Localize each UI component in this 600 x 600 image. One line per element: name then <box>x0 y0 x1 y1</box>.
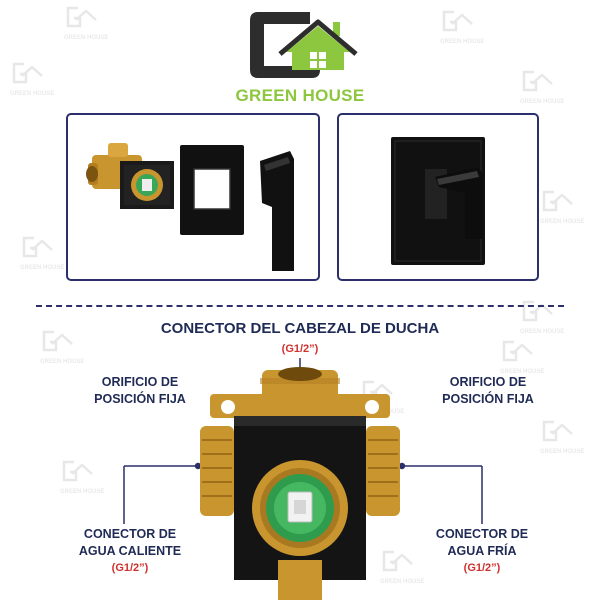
cold-water-line2: AGUA FRÍA <box>447 544 517 558</box>
watermark-logo: GREEN HOUSE <box>520 70 564 105</box>
fixed-hole-left-label: ORIFICIO DE POSICIÓN FIJA <box>76 374 204 408</box>
product-assembled-view <box>337 113 539 281</box>
house-logo-icon <box>502 340 533 362</box>
house-logo-icon <box>250 12 358 78</box>
hot-water-spec: (G1/2”) <box>111 562 149 574</box>
lever-handle-image <box>260 151 294 271</box>
watermark-text: GREEN HOUSE <box>540 219 585 225</box>
watermark-text: GREEN HOUSE <box>520 329 565 335</box>
watermark-logo: GREEN HOUSE <box>10 62 54 97</box>
house-logo-icon <box>62 460 93 482</box>
watermark-text: GREEN HOUSE <box>60 489 105 495</box>
brand-name: GREEN HOUSE <box>235 86 365 105</box>
watermark-logo: GREEN HOUSE <box>380 550 424 585</box>
fixed-hole-left-line1: ORIFICIO DE <box>101 375 179 389</box>
watermark-text: GREEN HOUSE <box>520 99 565 105</box>
cold-water-inlet <box>366 426 400 516</box>
brand-logo: GREEN HOUSE <box>220 8 380 108</box>
watermark-text: GREEN HOUSE <box>380 579 425 585</box>
cover-plate-image <box>180 145 244 235</box>
house-logo-icon <box>66 6 97 28</box>
shower-connector-spec: (G1/2”) <box>281 343 319 355</box>
valve-body-diagram <box>200 367 400 600</box>
fixed-hole-right <box>365 400 379 414</box>
watermark-logo: GREEN HOUSE <box>20 236 64 271</box>
house-logo-icon <box>522 70 553 92</box>
watermark-text: GREEN HOUSE <box>500 369 545 375</box>
watermark-logo: GREEN HOUSE <box>540 190 584 225</box>
fixed-hole-right-line1: ORIFICIO DE <box>449 375 527 389</box>
watermark-logo: GREEN HOUSE <box>60 460 104 495</box>
fixed-hole-right-label: ORIFICIO DE POSICIÓN FIJA <box>424 374 552 408</box>
fixed-hole-left-line2: POSICIÓN FIJA <box>94 392 186 406</box>
house-logo-icon <box>42 330 73 352</box>
hot-water-line1: CONECTOR DE <box>83 527 177 541</box>
fixed-hole-left <box>221 400 235 414</box>
watermark-text: GREEN HOUSE <box>40 359 85 365</box>
watermark-text: GREEN HOUSE <box>64 35 109 41</box>
hot-water-line2: AGUA CALIENTE <box>78 544 182 558</box>
fixed-hole-right-line2: POSICIÓN FIJA <box>442 392 534 406</box>
house-logo-icon <box>382 550 413 572</box>
assembled-mixer-image <box>391 137 485 265</box>
watermark-logo: GREEN HOUSE <box>64 6 108 41</box>
watermark-text: GREEN HOUSE <box>10 91 55 97</box>
house-logo-icon <box>542 420 573 442</box>
house-logo-icon <box>542 190 573 212</box>
watermark-logo: GREEN HOUSE <box>500 340 544 375</box>
hot-water-connector-label: CONECTOR DE AGUA CALIENTE (G1/2”) <box>62 526 198 577</box>
valve-body-image <box>86 143 174 209</box>
watermark-logo: GREEN HOUSE <box>40 330 84 365</box>
watermark-text: GREEN HOUSE <box>440 39 485 45</box>
hot-water-inlet <box>200 426 234 516</box>
house-logo-icon <box>22 236 53 258</box>
watermark-text: GREEN HOUSE <box>540 449 585 455</box>
product-exploded-view <box>66 113 320 281</box>
watermark-logo: GREEN HOUSE <box>540 420 584 455</box>
shower-connector-heading: CONECTOR DEL CABEZAL DE DUCHA <box>160 320 440 337</box>
section-divider <box>36 305 564 307</box>
watermark-logo: GREEN HOUSE <box>440 10 484 45</box>
cold-water-connector-label: CONECTOR DE AGUA FRÍA (G1/2”) <box>418 526 546 577</box>
cold-water-spec: (G1/2”) <box>463 562 501 574</box>
house-logo-icon <box>522 300 553 322</box>
house-logo-icon <box>442 10 473 32</box>
cold-water-line1: CONECTOR DE <box>435 527 529 541</box>
house-logo-icon <box>12 62 43 84</box>
watermark-text: GREEN HOUSE <box>20 265 65 271</box>
